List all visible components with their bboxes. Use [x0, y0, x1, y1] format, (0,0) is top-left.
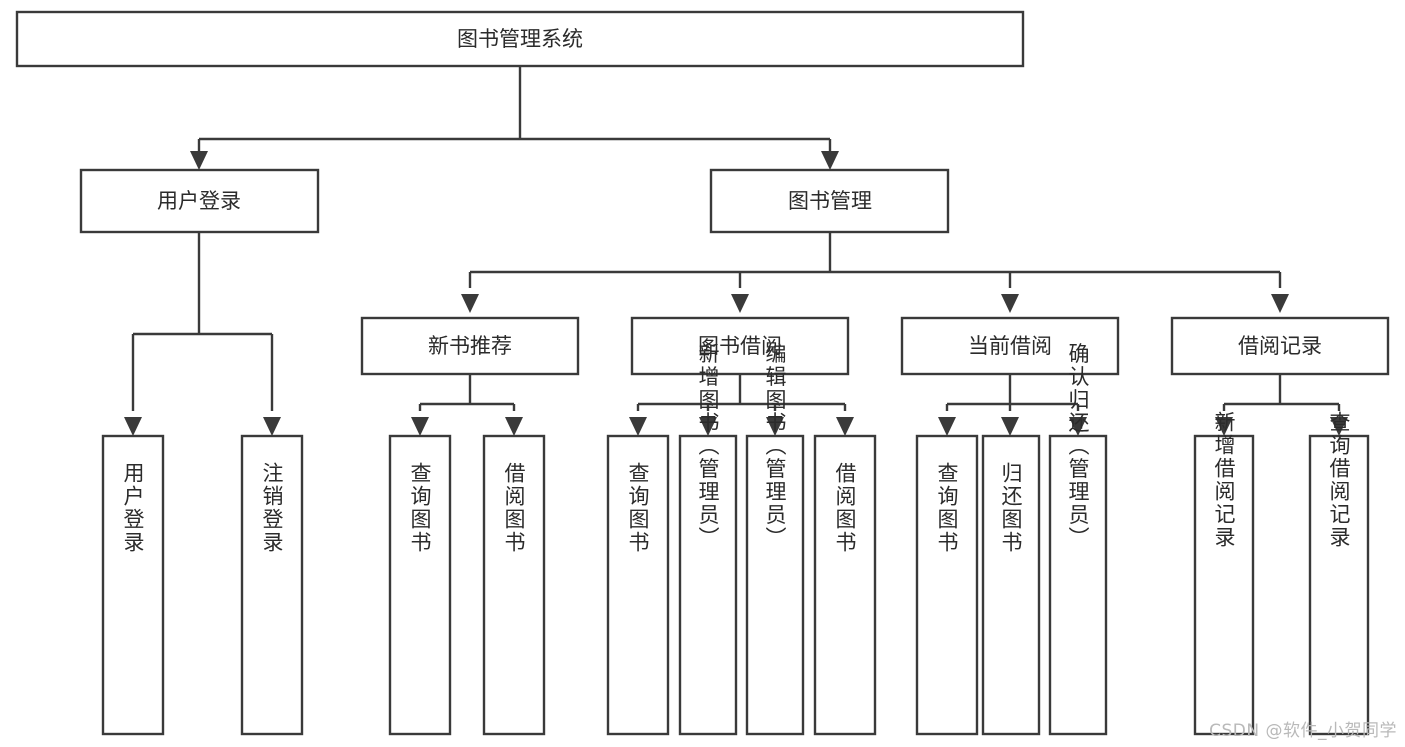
leaf-borrow-book-newbook[interactable]: 借阅图书 [482, 434, 546, 736]
arrow-to-leaf-9 [938, 417, 956, 436]
connector-login-bus [131, 232, 274, 411]
leaf-edit-book-admin[interactable]: 编辑图书（管理员） [745, 343, 805, 736]
connector-current-bus [945, 374, 1080, 411]
arrow-to-new-book [461, 294, 479, 313]
arrow-to-user-login [190, 151, 208, 170]
leaf-borrow-book-borrow-label: 借阅图书 [833, 462, 857, 554]
leaf-query-book-borrow-label: 查询图书 [626, 462, 650, 554]
node-new-book-label: 新书推荐 [428, 334, 512, 358]
arrow-to-leaf-10 [1001, 417, 1019, 436]
leaf-confirm-return-admin-box[interactable] [1048, 434, 1108, 736]
leaf-query-borrow-record-box[interactable] [1308, 434, 1370, 736]
leaf-user-login-box[interactable] [101, 434, 165, 736]
node-root-label: 图书管理系统 [457, 27, 583, 51]
node-borrow-records-box[interactable] [1170, 316, 1390, 376]
node-book-management-box[interactable] [709, 168, 950, 234]
connector-borrow-bus [636, 374, 847, 411]
leaf-add-book-admin-box[interactable] [678, 434, 738, 736]
leaf-return-book[interactable]: 归还图书 [981, 434, 1041, 736]
leaf-query-borrow-record[interactable]: 查询借阅记录 [1308, 411, 1370, 736]
leaf-confirm-return-admin-label: 确认归还（管理员） [1066, 343, 1090, 550]
leaf-add-borrow-record-label: 新增借阅记录 [1212, 411, 1236, 549]
leaf-logout-box[interactable] [240, 434, 304, 736]
leaf-query-book-newbook-box[interactable] [388, 434, 452, 736]
connector-root-bus [197, 66, 832, 152]
node-book-borrow[interactable]: 图书借阅 [630, 316, 850, 376]
leaf-logout[interactable]: 注销登录 [240, 434, 304, 736]
node-borrow-records-label: 借阅记录 [1238, 334, 1322, 358]
node-book-borrow-label: 图书借阅 [698, 334, 782, 358]
connector-bookmgmt-bus [468, 232, 1282, 288]
leaf-user-login-label: 用户登录 [121, 462, 145, 554]
leaf-return-book-box[interactable] [981, 434, 1041, 736]
node-current-borrow-label: 当前借阅 [968, 334, 1052, 358]
arrow-to-book-management [821, 151, 839, 170]
leaf-query-borrow-record-label: 查询借阅记录 [1327, 411, 1351, 549]
arrow-to-borrow-records [1271, 294, 1289, 313]
arrow-to-leaf-4 [505, 417, 523, 436]
leaf-query-book-newbook[interactable]: 查询图书 [388, 434, 452, 736]
leaf-borrow-book-borrow[interactable]: 借阅图书 [813, 434, 877, 736]
node-borrow-records[interactable]: 借阅记录 [1170, 316, 1390, 376]
connector-layer [124, 66, 1348, 436]
arrow-to-book-borrow [731, 294, 749, 313]
leaf-query-book-borrow[interactable]: 查询图书 [606, 434, 670, 736]
leaf-add-book-admin[interactable]: 新增图书（管理员） [678, 343, 738, 736]
node-user-login[interactable]: 用户登录 [79, 168, 320, 234]
leaf-logout-label: 注销登录 [260, 462, 284, 554]
leaf-add-borrow-record[interactable]: 新增借阅记录 [1193, 411, 1255, 736]
arrow-to-leaf-2 [263, 417, 281, 436]
arrow-to-leaf-1 [124, 417, 142, 436]
leaf-edit-book-admin-box[interactable] [745, 434, 805, 736]
node-new-book-box[interactable] [360, 316, 580, 376]
node-user-login-label: 用户登录 [157, 189, 241, 213]
node-root-box[interactable] [15, 10, 1025, 68]
arrow-to-current-borrow [1001, 294, 1019, 313]
leaf-borrow-book-newbook-label: 借阅图书 [502, 462, 526, 554]
arrow-to-leaf-3 [411, 417, 429, 436]
connector-records-bus [1222, 374, 1341, 411]
node-root[interactable]: 图书管理系统 [15, 10, 1025, 68]
leaf-return-book-label: 归还图书 [999, 462, 1023, 554]
leaf-borrow-book-borrow-box[interactable] [813, 434, 877, 736]
node-book-management-label: 图书管理 [788, 189, 872, 213]
node-book-borrow-box[interactable] [630, 316, 850, 376]
leaf-edit-book-admin-label: 编辑图书（管理员） [763, 343, 787, 550]
leaf-query-book-current-label: 查询图书 [935, 462, 959, 554]
node-current-borrow-box[interactable] [900, 316, 1120, 376]
leaf-user-login[interactable]: 用户登录 [101, 434, 165, 736]
leaf-borrow-book-newbook-box[interactable] [482, 434, 546, 736]
leaf-add-borrow-record-box[interactable] [1193, 434, 1255, 736]
node-current-borrow[interactable]: 当前借阅 [900, 316, 1120, 376]
leaf-query-book-current-box[interactable] [915, 434, 979, 736]
leaf-query-book-newbook-label: 查询图书 [408, 462, 432, 554]
leaf-confirm-return-admin[interactable]: 确认归还（管理员） [1048, 343, 1108, 736]
connector-newbook-bus [418, 374, 516, 411]
node-new-book[interactable]: 新书推荐 [360, 316, 580, 376]
arrow-to-leaf-8 [836, 417, 854, 436]
leaf-add-book-admin-label: 新增图书（管理员） [696, 343, 720, 550]
node-user-login-box[interactable] [79, 168, 320, 234]
leaf-query-book-current[interactable]: 查询图书 [915, 434, 979, 736]
node-book-management[interactable]: 图书管理 [709, 168, 950, 234]
leaf-query-book-borrow-box[interactable] [606, 434, 670, 736]
arrow-to-leaf-5 [629, 417, 647, 436]
